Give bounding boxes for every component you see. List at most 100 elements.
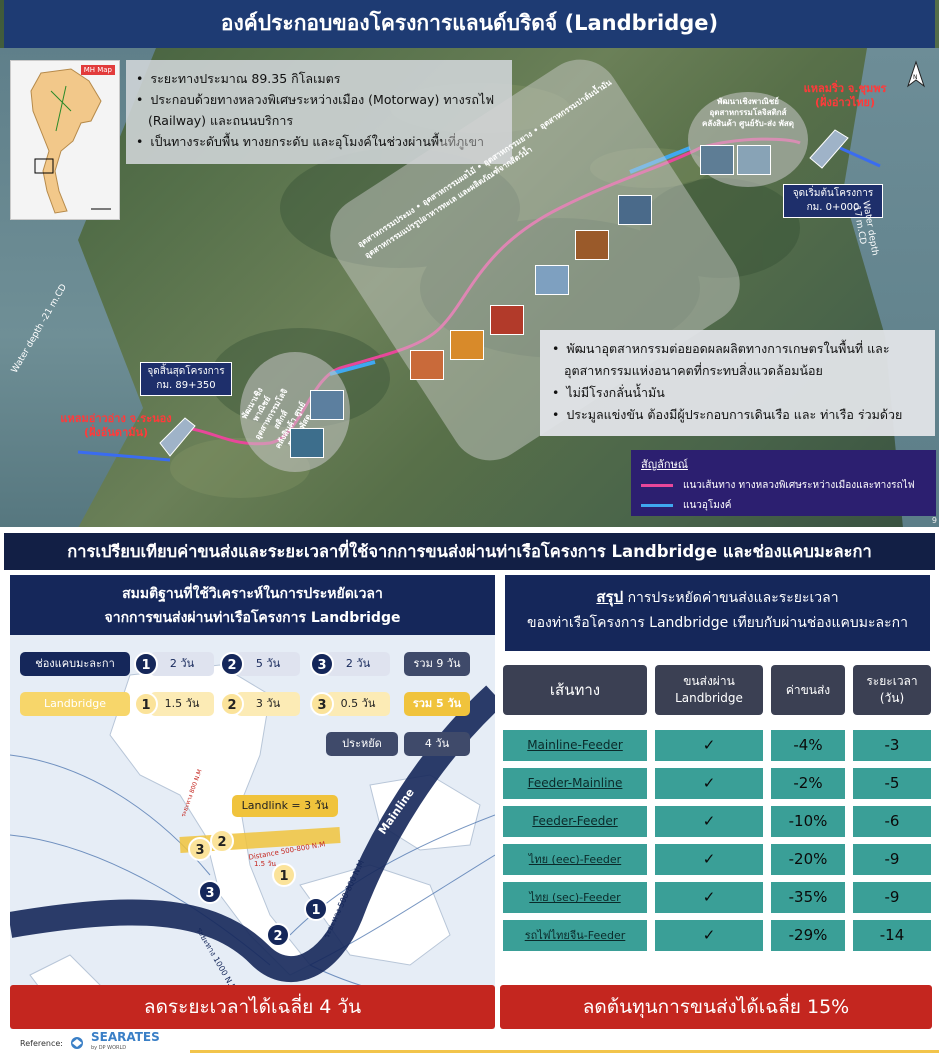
saving-label: ประหยัด bbox=[326, 732, 398, 756]
photo-thumb bbox=[310, 390, 344, 420]
photo-thumb bbox=[410, 350, 444, 380]
cell-cost: -29% bbox=[771, 920, 845, 951]
landlink-label: Landlink = 3 วัน bbox=[232, 795, 338, 817]
cell-time: -9 bbox=[853, 844, 931, 875]
photo-thumb bbox=[618, 195, 652, 225]
header-duration: ระยะเวลา (วัน) bbox=[853, 665, 931, 715]
header-route: เส้นทาง bbox=[503, 665, 647, 715]
landbridge-step-1-days: 1.5 วัน bbox=[150, 692, 214, 716]
end-point-label: จุดสิ้นสุดโครงการ bbox=[147, 366, 225, 377]
landbridge-step-2-number: 2 bbox=[220, 692, 244, 716]
map-landbridge-2-number: 2 bbox=[210, 829, 234, 853]
east-bubble-line-3: คลังสินค้า ศูนย์รับ-ส่ง พัสดุ bbox=[702, 119, 794, 128]
photo-thumb bbox=[737, 145, 771, 175]
assumption-title: สมมติฐานที่ใช้วิเคราะห์ในการประหยัดเวลา … bbox=[10, 575, 495, 635]
comparison-title: การเปรียบเทียบค่าขนส่งและระยะเวลาที่ใช้จ… bbox=[4, 533, 935, 570]
dev-industry-cont: อุตสาหกรรมแห่งอนาคตที่กระทบสิ่งแวดล้อมน้… bbox=[564, 363, 823, 378]
brand-sub: by DP WORLD bbox=[90, 1045, 127, 1051]
cell-check: ✓ bbox=[655, 806, 763, 837]
cell-check: ✓ bbox=[655, 882, 763, 913]
info-components: ประกอบด้วยทางหลวงพิเศษระหว่างเมือง (Moto… bbox=[136, 89, 502, 110]
summary-heading: สรุป bbox=[596, 588, 624, 606]
assumption-title-line-1: สมมติฐานที่ใช้วิเคราะห์ในการประหยัดเวลา bbox=[122, 586, 383, 602]
malacca-label: ช่องแคบมะละกา bbox=[20, 652, 130, 676]
cell-route: Feeder-Feeder bbox=[503, 806, 647, 837]
cell-time: -3 bbox=[853, 730, 931, 761]
cell-route: ไทย (sec)-Feeder bbox=[503, 882, 647, 913]
photo-thumb bbox=[700, 145, 734, 175]
malacca-step-2-number: 2 bbox=[220, 652, 244, 676]
cell-check: ✓ bbox=[655, 844, 763, 875]
landbridge-step-3-number: 3 bbox=[310, 692, 334, 716]
east-bubble-line-2: อุตสาหกรรมโลจิสติกส์ bbox=[709, 108, 787, 117]
cell-time: -9 bbox=[853, 882, 931, 913]
legend-title: สัญลักษณ์ bbox=[641, 458, 688, 471]
cell-check: ✓ bbox=[655, 920, 763, 951]
malacca-total: รวม 9 วัน bbox=[404, 652, 470, 676]
route-line-icon bbox=[641, 483, 673, 487]
malacca-step-3-days: 2 วัน bbox=[326, 652, 390, 676]
cell-time: -5 bbox=[853, 768, 931, 799]
legend-route-label: แนวเส้นทาง ทางหลวงพิเศษระหว่างเมืองและทา… bbox=[683, 479, 915, 491]
info-components-cont: (Railway) และถนนบริการ bbox=[148, 113, 294, 128]
cell-time: -14 bbox=[853, 920, 931, 951]
footer-line bbox=[190, 1050, 939, 1053]
map-malacca-2-number: 2 bbox=[266, 923, 290, 947]
start-point-callout: จุดเริ่มต้นโครงการ กม. 0+000 bbox=[783, 184, 883, 218]
reference: Reference: SEARATES by DP WORLD bbox=[20, 1030, 160, 1053]
east-bubble-line-1: พัฒนาเชิงพาณิชย์ bbox=[717, 97, 779, 106]
summary-title: สรุป การประหยัดค่าขนส่งและระยะเวลา ของท่… bbox=[505, 575, 930, 651]
assumption-panel: สมมติฐานที่ใช้วิเคราะห์ในการประหยัดเวลา … bbox=[10, 575, 495, 1029]
cost-time-comparison-slide: การเปรียบเทียบค่าขนส่งและระยะเวลาที่ใช้จ… bbox=[0, 527, 939, 1053]
inset-badge: MH Map bbox=[80, 65, 115, 75]
landbridge-step-3-days: 0.5 วัน bbox=[326, 692, 390, 716]
distance-days-label: 1.5 วัน bbox=[254, 860, 277, 868]
cost-saving-banner: ลดต้นทุนการขนส่งได้เฉลี่ย 15% bbox=[500, 985, 932, 1029]
saving-value: 4 วัน bbox=[404, 732, 470, 756]
page-title: องค์ประกอบของโครงการแลนด์บริดจ์ (Landbri… bbox=[4, 0, 935, 48]
port-east-name: แหลมริ่ว จ.ชุมพร bbox=[803, 82, 887, 95]
development-box: พัฒนาอุตสาหกรรมต่อยอดผลผลิตทางการเกษตรใน… bbox=[540, 330, 935, 436]
cell-route: Mainline-Feeder bbox=[503, 730, 647, 761]
legend-item-route: แนวเส้นทาง ทางหลวงพิเศษระหว่างเมืองและทา… bbox=[641, 475, 926, 495]
dev-industry: พัฒนาอุตสาหกรรมต่อยอดผลผลิตทางการเกษตรใน… bbox=[552, 338, 923, 360]
header-via-landbridge: ขนส่งผ่าน Landbridge bbox=[655, 665, 763, 715]
time-saving-banner: ลดระยะเวลาได้เฉลี่ย 4 วัน bbox=[10, 985, 495, 1029]
cell-cost: -2% bbox=[771, 768, 845, 799]
photo-thumb bbox=[575, 230, 609, 260]
legend-tunnel-label: แนวอุโมงค์ bbox=[683, 499, 732, 511]
cell-cost: -4% bbox=[771, 730, 845, 761]
header-cost: ค่าขนส่ง bbox=[771, 665, 845, 715]
reference-label: Reference: bbox=[20, 1038, 63, 1048]
start-point-label: จุดเริ่มต้นโครงการ bbox=[792, 188, 874, 199]
malacca-step-1-number: 1 bbox=[134, 652, 158, 676]
port-west-name: แหลมอ่าวอ่าง จ.ระนอง bbox=[60, 412, 172, 425]
north-arrow-icon: N bbox=[905, 60, 927, 90]
cell-cost: -20% bbox=[771, 844, 845, 875]
start-point-km: กม. 0+000 bbox=[806, 202, 860, 213]
map-malacca-3-number: 3 bbox=[198, 880, 222, 904]
dev-bidding: ประมูลแข่งขัน ต้องมีผู้ประกอบการเดินเรือ… bbox=[552, 404, 923, 426]
photo-thumb bbox=[450, 330, 484, 360]
photo-thumb bbox=[535, 265, 569, 295]
map-legend: สัญลักษณ์ แนวเส้นทาง ทางหลวงพิเศษระหว่าง… bbox=[631, 450, 936, 516]
landbridge-components-slide: องค์ประกอบของโครงการแลนด์บริดจ์ (Landbri… bbox=[0, 0, 939, 527]
end-point-km: กม. 89+350 bbox=[156, 380, 216, 391]
brand: SEARATES by DP WORLD bbox=[90, 1030, 160, 1053]
legend-item-tunnel: แนวอุโมงค์ bbox=[641, 495, 926, 515]
photo-thumb bbox=[490, 305, 524, 335]
east-bubble-text: พัฒนาเชิงพาณิชย์ อุตสาหกรรมโลจิสติกส์ คล… bbox=[690, 96, 806, 129]
info-grade: เป็นทางระดับพื้น ทางยกระดับ และอุโมงค์ใน… bbox=[136, 131, 502, 152]
landbridge-label: Landbridge bbox=[20, 692, 130, 716]
landbridge-step-1-number: 1 bbox=[134, 692, 158, 716]
port-west-side: (ฝั่งอันดามัน) bbox=[83, 426, 149, 439]
map-landbridge-3-number: 3 bbox=[188, 837, 212, 861]
end-point-callout: จุดสิ้นสุดโครงการ กม. 89+350 bbox=[140, 362, 232, 396]
slide-number: 9 bbox=[931, 516, 937, 525]
searates-logo-icon bbox=[70, 1037, 83, 1049]
summary-line-2: ของท่าเรือโครงการ Landbridge เทียบกับผ่า… bbox=[527, 615, 908, 631]
malacca-step-2-days: 5 วัน bbox=[236, 652, 300, 676]
info-distance: ระยะทางประมาณ 89.35 กิโลเมตร bbox=[136, 68, 502, 89]
cell-time: -6 bbox=[853, 806, 931, 837]
brand-name: SEARATES bbox=[90, 1030, 160, 1044]
